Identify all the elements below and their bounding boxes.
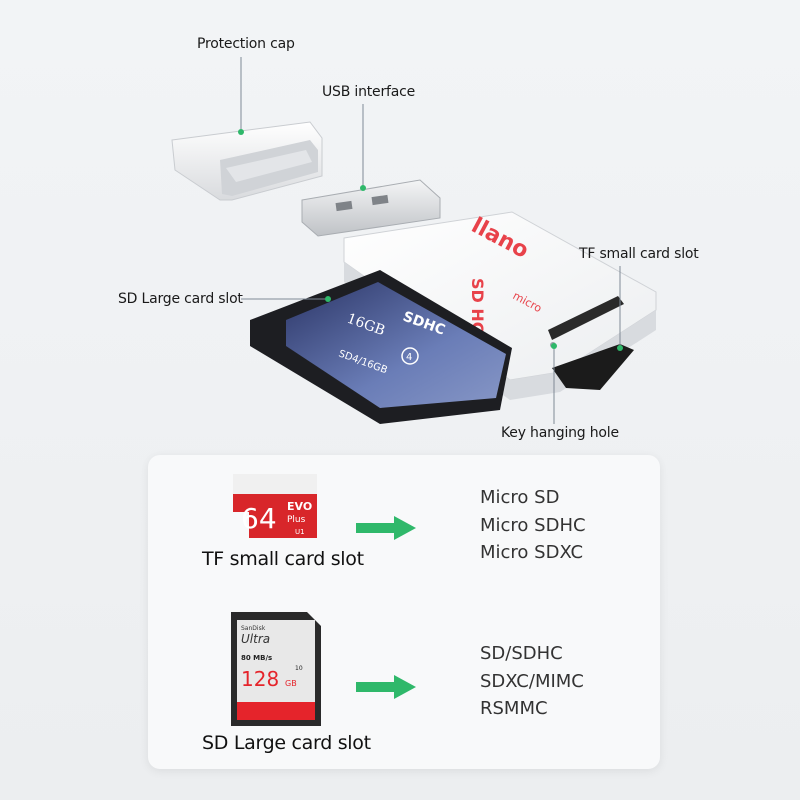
tf-card-line1: EVO <box>287 500 312 513</box>
callout-tf-small-card-slot: TF small card slot <box>579 246 699 262</box>
tf-format-list: Micro SD Micro SDHC Micro SDXC <box>480 484 586 567</box>
sd-card: 16GB SDHC SD4/16GB 4 <box>250 270 512 424</box>
tf-card-inserted <box>552 344 634 390</box>
format-item: RSMMC <box>480 698 548 719</box>
tf-card-line2: Plus <box>287 515 306 525</box>
sd-card-class: 4 <box>406 352 412 363</box>
arrow-right-icon <box>356 675 416 699</box>
format-item: SD/SDHC <box>480 643 563 664</box>
sd-card-name: Ultra <box>241 632 270 646</box>
tf-slot <box>548 296 624 340</box>
sd-card-capacity-panel: 128 <box>241 667 279 691</box>
caption-sd-large-card-slot: SD Large card slot <box>202 732 371 754</box>
tf-card-capacity: 64 <box>241 502 277 535</box>
sd-card-class-panel: 10 <box>295 665 303 672</box>
caption-tf-small-card-slot: TF small card slot <box>202 548 364 570</box>
tf-card-image: 64 EVO Plus U1 <box>233 474 317 538</box>
callout-protection-cap: Protection cap <box>197 36 295 52</box>
callout-sd-large-card-slot: SD Large card slot <box>118 291 243 307</box>
sd-card-unit: GB <box>285 679 297 688</box>
class-4-icon: 4 <box>401 347 419 365</box>
card-reader-illustration: llano SD HC micro 16GB SDHC SD4/16GB 4 <box>171 57 657 424</box>
sd-logo: SD HC <box>468 278 487 334</box>
protection-cap <box>171 121 323 201</box>
sd-card-brand: SanDisk <box>241 625 266 632</box>
sd-card-speed: 80 MB/s <box>241 654 272 662</box>
sd-card-image: SanDisk Ultra 80 MB/s 128 GB 10 <box>231 612 321 726</box>
tf-card-class: U1 <box>295 528 305 536</box>
format-item: SDXC/MIMC <box>480 670 584 692</box>
usb-plug <box>301 179 441 237</box>
format-item: Micro SDHC <box>480 514 586 536</box>
sd-format-list: SD/SDHC SDXC/MIMC RSMMC <box>480 640 584 723</box>
arrow-right-icon <box>356 516 416 540</box>
leader-lines <box>240 57 621 424</box>
format-item: Micro SDXC <box>480 542 584 563</box>
callout-usb-interface: USB interface <box>322 84 416 100</box>
callout-key-hanging-hole: Key hanging hole <box>501 425 619 441</box>
callout-dots <box>238 129 623 351</box>
format-item: Micro SD <box>480 487 560 508</box>
